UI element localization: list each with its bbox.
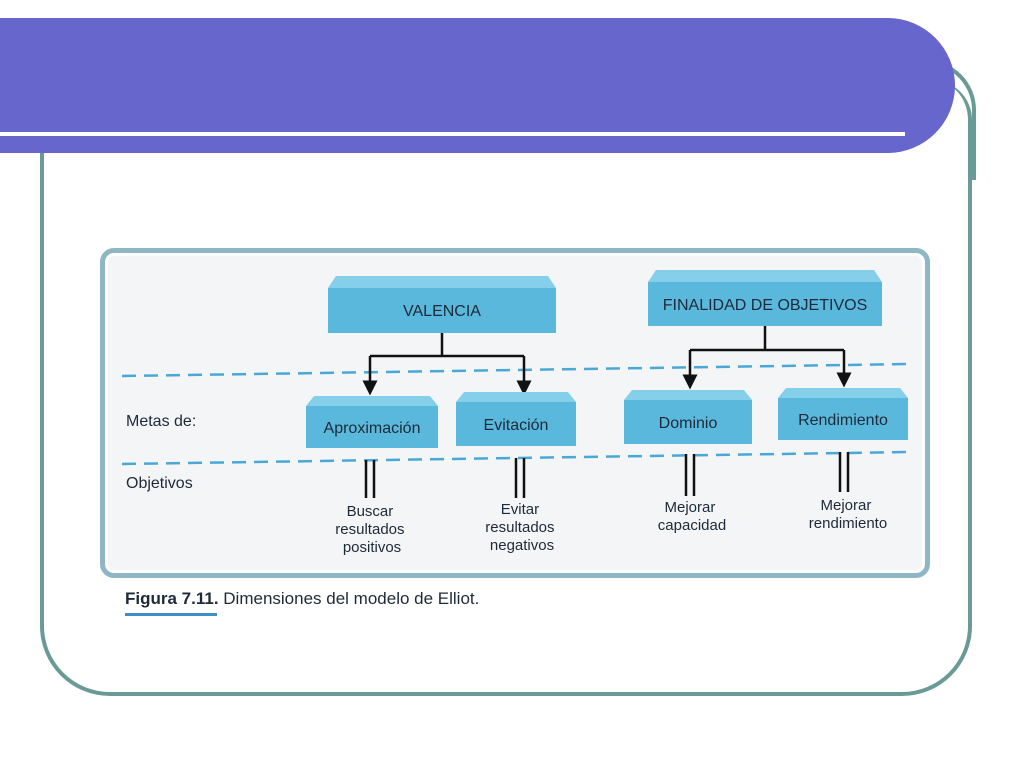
- objective-buscar: Buscar resultados positivos: [335, 503, 408, 556]
- header-bar: [0, 18, 955, 153]
- goal-label-aproximacion: Aproximación: [324, 420, 421, 437]
- caption-text: Dimensiones del modelo de Elliot.: [223, 589, 480, 608]
- objective-connectors: [364, 452, 850, 498]
- goal-label-dominio: Dominio: [659, 415, 718, 432]
- row-label-objetivos: Objetivos: [126, 475, 193, 492]
- caption-underline: [125, 613, 217, 616]
- goal-label-evitacion: Evitación: [484, 417, 549, 434]
- goal-label-rendimiento: Rendimiento: [798, 412, 888, 429]
- elliot-diagram: VALENCIA FINALIDAD DE OBJETIVOS Aproxima…: [121, 270, 911, 556]
- finalidad-box: FINALIDAD DE OBJETIVOS: [648, 270, 882, 326]
- goal-box-evitacion: Evitación: [456, 392, 576, 446]
- dashed-separator-top: [121, 362, 911, 378]
- valencia-connectors: [362, 333, 532, 396]
- valencia-box: VALENCIA: [328, 276, 556, 333]
- objective-evitar: Evitar resultados negativos: [485, 501, 558, 554]
- goal-box-aproximacion: Aproximación: [306, 396, 438, 448]
- slide-frame: [40, 80, 972, 696]
- header-divider: [0, 132, 905, 136]
- goal-box-dominio: Dominio: [624, 390, 752, 444]
- objective-mejorar-capacidad: Mejorar capacidad: [658, 499, 726, 534]
- row-label-metas: Metas de:: [126, 413, 196, 430]
- finalidad-connectors: [682, 326, 852, 390]
- finalidad-label: FINALIDAD DE OBJETIVOS: [663, 297, 867, 314]
- figure-caption: Figura 7.11. Dimensiones del modelo de E…: [125, 589, 479, 609]
- valencia-label: VALENCIA: [403, 303, 481, 320]
- caption-number: Figura 7.11.: [125, 589, 219, 608]
- goal-box-rendimiento: Rendimiento: [778, 388, 908, 440]
- objective-mejorar-rendimiento: Mejorar rendimiento: [809, 497, 887, 532]
